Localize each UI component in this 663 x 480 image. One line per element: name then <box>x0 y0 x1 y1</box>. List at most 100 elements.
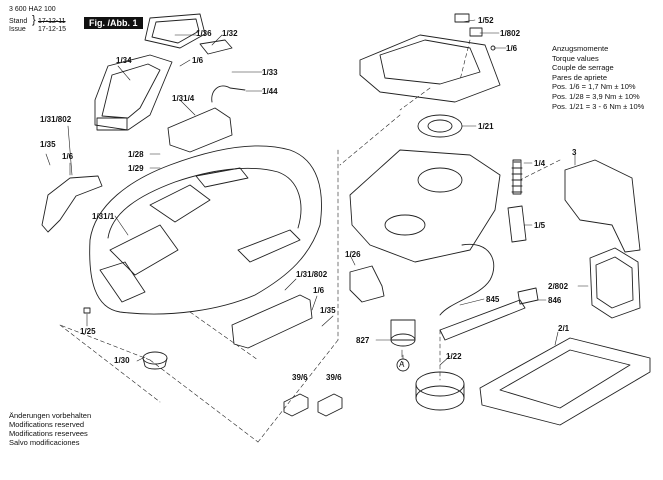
marker-a-circle <box>396 358 410 372</box>
part-top-cover <box>359 34 501 103</box>
torque-values: Anzugsmomente Torque values Couple de se… <box>552 44 644 111</box>
callout-1-802: 1/802 <box>500 29 521 38</box>
part-module <box>349 265 385 303</box>
construction-lines <box>59 39 561 443</box>
part-side-cover <box>231 294 313 349</box>
callout-1-52: 1/52 <box>478 16 494 25</box>
callout-1-6-d: 1/6 <box>506 44 518 53</box>
callout-1-36: 1/36 <box>196 29 212 38</box>
part-body-shell <box>89 145 322 315</box>
part-cover-lid-inner <box>151 18 200 44</box>
callout-845: 845 <box>486 295 500 304</box>
part-connector-1 <box>283 393 309 417</box>
callout-1-6-c: 1/6 <box>313 286 325 295</box>
date-new: 17-12-15 <box>38 26 67 33</box>
part-hood-lid <box>167 107 233 153</box>
callout-1-31-1: 1/31/1 <box>92 212 115 221</box>
part-body-side <box>237 229 301 263</box>
callout-846: 846 <box>548 296 562 305</box>
torque-line: Pos. 1/28 = 3,9 Nm ± 10% <box>552 91 640 101</box>
part-harness-plug <box>517 287 539 305</box>
marker-a-label: A <box>399 360 405 369</box>
part-blade-disk <box>415 385 465 411</box>
callout-1-34: 1/34 <box>116 56 132 65</box>
callout-1-32: 1/32 <box>222 29 238 38</box>
footer-notes: Änderungen vorbehalten Modifications res… <box>9 411 91 447</box>
part-blade-disk-top <box>415 371 465 397</box>
callout-3: 3 <box>572 148 577 157</box>
callout-1-21: 1/21 <box>478 122 494 131</box>
part-body-vent <box>195 167 249 188</box>
callout-1-25: 1/25 <box>80 327 96 336</box>
callout-1-35-a: 1/35 <box>40 140 56 149</box>
part-body-ridge <box>107 167 302 239</box>
leader-lines <box>45 19 589 366</box>
part-sensor <box>507 205 527 243</box>
part-cover-lid <box>144 13 206 49</box>
part-top-cover-inner <box>379 39 481 85</box>
part-base-plate <box>479 337 651 426</box>
part-label-2 <box>469 27 483 37</box>
part-knob <box>142 351 168 365</box>
callout-1-31-4: 1/31/4 <box>172 94 195 103</box>
part-base-plate-inner <box>499 349 631 409</box>
callout-39-6-b: 39/6 <box>326 373 342 382</box>
footer-line: Modifications reservees <box>9 429 88 438</box>
footer-line: Modifications reserved <box>9 420 85 429</box>
callout-1-6-b: 1/6 <box>62 152 74 161</box>
part-cable-845 <box>439 243 495 316</box>
callout-1-5: 1/5 <box>534 221 546 230</box>
part-spring-body <box>512 159 522 195</box>
part-cable <box>211 85 246 103</box>
issue-label: Issue <box>9 26 26 33</box>
part-label-1 <box>454 13 470 23</box>
callout-1-31-802-a: 1/31/802 <box>40 115 72 124</box>
part-nut <box>417 114 463 138</box>
part-body-grille-3 <box>149 184 211 223</box>
callout-2-802: 2/802 <box>548 282 569 291</box>
callout-1-29: 1/29 <box>128 164 144 173</box>
part-flap-base <box>96 117 128 131</box>
part-body-grille <box>99 261 146 303</box>
part-chassis-port <box>417 167 463 193</box>
part-harness <box>439 299 526 341</box>
callout-1-33: 1/33 <box>262 68 278 77</box>
callout-1-31-802-b: 1/31/802 <box>296 270 328 279</box>
part-number: 3 600 HA2 100 <box>9 6 56 13</box>
footer-line: Salvo modificaciones <box>9 438 80 447</box>
callout-1-30: 1/30 <box>114 356 130 365</box>
torque-line: Pares de apriete <box>552 72 608 82</box>
part-spring <box>511 161 523 193</box>
callout-1-28: 1/28 <box>128 150 144 159</box>
part-chassis-hub <box>384 214 426 236</box>
callout-1-44: 1/44 <box>262 87 278 96</box>
callout-1-22: 1/22 <box>446 352 462 361</box>
footer-line: Änderungen vorbehalten <box>9 411 92 420</box>
part-knob-base <box>142 357 168 370</box>
part-screw <box>83 307 91 314</box>
part-motor-body <box>390 319 416 341</box>
part-bumper-left <box>41 175 103 233</box>
bracket-glyph: } <box>32 14 36 26</box>
date-old: 17-12-11 <box>38 18 66 25</box>
stand-label: Stand <box>9 18 28 25</box>
callout-39-6-a: 39/6 <box>292 373 308 382</box>
torque-line: Couple de serrage <box>552 63 614 73</box>
callout-1-26: 1/26 <box>345 250 361 259</box>
part-flap-inner <box>101 63 161 119</box>
part-body-grille-2 <box>109 224 179 276</box>
torque-line: Pos. 1/6 = 1,7 Nm ± 10% <box>552 82 636 92</box>
callout-2-1: 2/1 <box>558 324 570 333</box>
part-station-inner <box>595 256 634 309</box>
part-connector-2 <box>317 393 343 417</box>
part-chassis <box>349 149 501 263</box>
part-nut-inner <box>427 119 453 133</box>
callout-1-35-b: 1/35 <box>320 306 336 315</box>
callout-1-4: 1/4 <box>534 159 546 168</box>
torque-line: Anzugsmomente <box>552 44 609 53</box>
part-panel <box>199 39 233 55</box>
part-screw-2 <box>490 45 496 51</box>
callout-1-6-a: 1/6 <box>192 56 204 65</box>
torque-line: Pos. 1/21 = 3 - 6 Nm ± 10% <box>552 101 645 111</box>
